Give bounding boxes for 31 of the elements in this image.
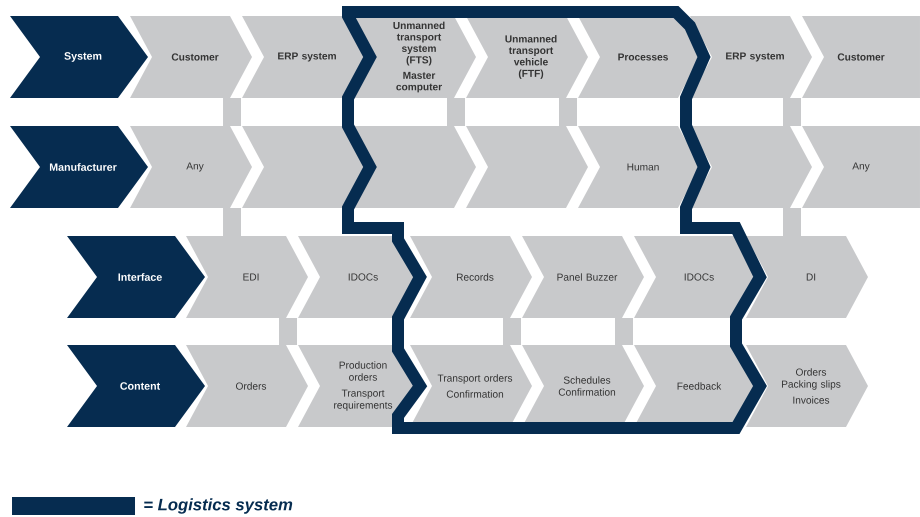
process-step [242,126,364,208]
process-step: Human [578,126,700,208]
process-step: ERP system [690,16,812,98]
process-step: Schedules Confirmation [522,345,644,427]
process-step: Any [130,126,252,208]
process-step: Any [802,126,920,208]
process-step: Feedback [634,345,756,427]
legend-text: = Logistics system [144,498,292,514]
process-step: Unmanned transport vehicle (FTF) [466,16,588,98]
process-step: Production orders Transport requirements [298,345,420,427]
process-step: Orders [186,345,308,427]
process-step [690,126,812,208]
process-step: IDOCs [634,236,756,318]
process-step: Unmanned transport system (FTS) Master computer [354,16,476,98]
row-header: Content [67,345,205,427]
process-step [354,126,476,208]
process-step: DI [746,236,868,318]
process-step: IDOCs [298,236,420,318]
process-step: Orders Packing slips Invoices [746,345,868,427]
process-step: Customer [802,16,920,98]
row-header: System [10,16,148,98]
process-step: EDI [186,236,308,318]
process-step [466,126,588,208]
process-step: Processes [578,16,700,98]
process-step: Transport orders Confirmation [410,345,532,427]
row-header: Interface [67,236,205,318]
process-step: Records [410,236,532,318]
process-step: Customer [130,16,252,98]
process-step: ERP system [242,16,364,98]
process-step: Panel Buzzer [522,236,644,318]
row-header: Manufacturer [10,126,148,208]
